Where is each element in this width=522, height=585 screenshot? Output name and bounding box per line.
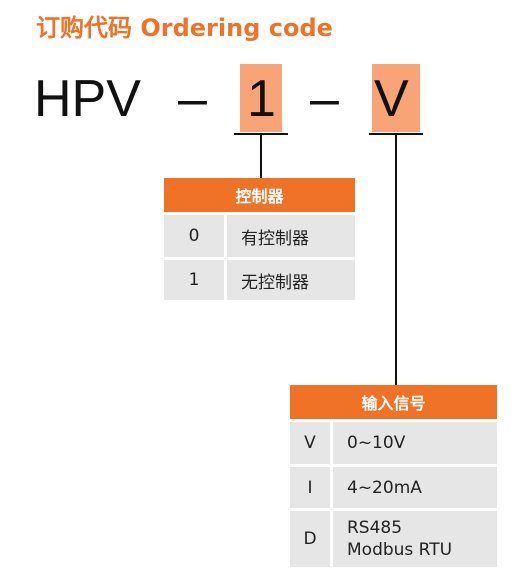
- code-part1-highlight: [240, 64, 282, 132]
- code-part2-highlight: [372, 64, 420, 132]
- controller-code-0: 0: [164, 215, 224, 257]
- input-code-d: D: [290, 511, 330, 567]
- controller-desc-0: 有控制器: [227, 215, 355, 257]
- table-row: 0 有控制器: [164, 215, 355, 257]
- input-desc-v: 0~10V: [333, 422, 497, 464]
- input-desc-d: RS485 Modbus RTU: [333, 511, 497, 567]
- table-row: I 4~20mA: [290, 467, 497, 508]
- code-part-2: V: [374, 70, 409, 128]
- controller-desc-1: 无控制器: [227, 260, 355, 300]
- table-row: D RS485 Modbus RTU: [290, 511, 497, 567]
- input-desc-d-line2: Modbus RTU: [347, 540, 453, 560]
- input-desc-i: 4~20mA: [333, 467, 497, 508]
- input-code-i: I: [290, 467, 330, 508]
- input-table-header: 输入信号: [290, 385, 497, 419]
- code-dash-1: –: [178, 70, 207, 128]
- table-row: V 0~10V: [290, 422, 497, 464]
- table-row: 1 无控制器: [164, 260, 355, 300]
- page-title: 订购代码 Ordering code: [36, 14, 333, 42]
- controller-code-1: 1: [164, 260, 224, 300]
- code-part-1: 1: [247, 70, 276, 128]
- connector-line-controller: [260, 133, 262, 178]
- connector-line-input: [395, 133, 397, 385]
- code-prefix: HPV: [34, 70, 141, 128]
- input-code-v: V: [290, 422, 330, 464]
- controller-table-header: 控制器: [164, 178, 355, 212]
- code-dash-2: –: [310, 70, 339, 128]
- input-desc-d-line1: RS485: [347, 518, 403, 538]
